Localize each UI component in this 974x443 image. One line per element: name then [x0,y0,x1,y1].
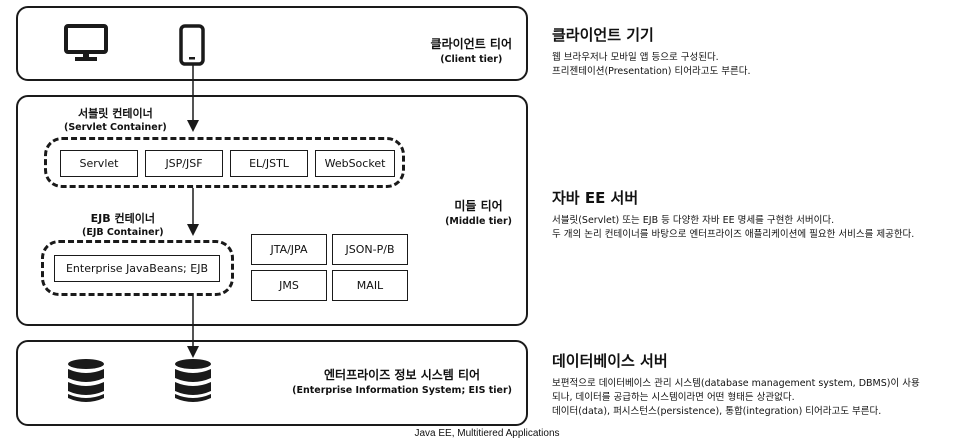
eis-tier-label: 엔터프라이즈 정보 시스템 티어 (Enterprise Information… [292,366,512,396]
middle-description-line: 서블릿(Servlet) 또는 EJB 등 다양한 자바 EE 명세를 구현한 … [552,215,835,226]
jta-jpa-component: JTA/JPA [251,234,327,265]
mail-component: MAIL [332,270,408,301]
middle-description: 자바 EE 서버 서블릿(Servlet) 또는 EJB 등 다양한 자바 EE… [552,187,962,242]
desktop-monitor-icon [64,24,108,66]
ejb-container-label: EJB 컨테이너 (EJB Container) [82,210,164,238]
client-tier-box: 클라이언트 티어 (Client tier) [16,6,528,81]
database-icon [66,358,106,408]
client-description-title: 클라이언트 기기 [552,26,654,44]
servlet-container-subtitle: (Servlet Container) [64,122,167,133]
client-description-line: 웹 브라우저나 모바일 앱 등으로 구성된다. [552,52,719,63]
eis-tier-box: 엔터프라이즈 정보 시스템 티어 (Enterprise Information… [16,340,528,426]
eis-description-title: 데이터베이스 서버 [552,352,668,370]
eis-description-line: 데이터(data), 퍼시스턴스(persistence), 통합(integr… [552,406,882,417]
figure-caption: Java EE, Multitiered Applications [414,428,560,439]
middle-tier-title: 미들 티어 [454,199,503,213]
json-pb-component: JSON-P/B [332,234,408,265]
ejb-container-subtitle: (EJB Container) [82,227,164,238]
middle-description-title: 자바 EE 서버 [552,189,639,207]
middle-tier-label: 미들 티어 (Middle tier) [445,197,512,227]
eis-tier-subtitle: (Enterprise Information System; EIS tier… [292,385,512,396]
servlet-container-title: 서블릿 컨테이너 [78,107,153,120]
eis-description-line: 되나, 데이터를 공급하는 시스템이라면 어떤 형태든 상관없다. [552,392,795,403]
ejb-container-title: EJB 컨테이너 [90,212,155,225]
middle-tier-box: 서블릿 컨테이너 (Servlet Container) Servlet JSP… [16,95,528,326]
smartphone-icon [179,24,205,70]
client-tier-label: 클라이언트 티어 (Client tier) [431,35,512,65]
eis-tier-title: 엔터프라이즈 정보 시스템 티어 [324,368,481,382]
client-tier-title: 클라이언트 티어 [430,37,512,51]
eis-description: 데이터베이스 서버 보편적으로 데이터베이스 관리 시스템(database m… [552,350,962,419]
client-description: 클라이언트 기기 웹 브라우저나 모바일 앱 등으로 구성된다. 프리젠테이션(… [552,24,962,79]
jms-component: JMS [251,270,327,301]
el-jstl-component: EL/JSTL [230,150,308,177]
ejb-component: Enterprise JavaBeans; EJB [54,255,220,282]
jsp-jsf-component: JSP/JSF [145,150,223,177]
eis-description-line: 보편적으로 데이터베이스 관리 시스템(database management … [552,378,920,389]
middle-description-line: 두 개의 논리 컨테이너를 바탕으로 엔터프라이즈 애플리케이션에 필요한 서비… [552,229,915,240]
client-tier-subtitle: (Client tier) [440,54,503,65]
servlet-container: Servlet JSP/JSF EL/JSTL WebSocket [44,137,405,188]
middle-tier-subtitle: (Middle tier) [445,216,512,227]
websocket-component: WebSocket [315,150,395,177]
servlet-container-label: 서블릿 컨테이너 (Servlet Container) [64,105,167,133]
ejb-container: Enterprise JavaBeans; EJB [41,240,234,296]
database-icon [173,358,213,408]
client-description-line: 프리젠테이션(Presentation) 티어라고도 부른다. [552,66,751,77]
servlet-component: Servlet [60,150,138,177]
